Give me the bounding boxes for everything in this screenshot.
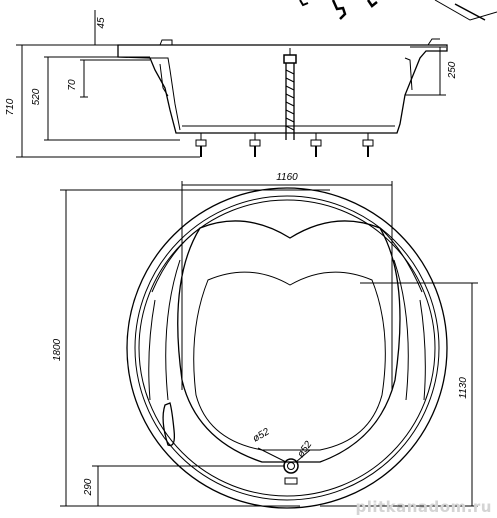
plan-view: 1160 1800 1130 290 ø52 ø52: [52, 172, 478, 509]
dim-width: 1160: [276, 172, 298, 183]
dim-diameter: 1800: [52, 338, 63, 361]
dim-seat: 70: [67, 79, 78, 91]
dim-drain-right: ø52: [295, 439, 314, 460]
side-view: 710 520 45 70 250: [5, 10, 458, 158]
dim-drain-left: ø52: [251, 426, 272, 444]
dim-inner-depth: 1130: [458, 377, 469, 399]
top-cropped-fragment: [299, 0, 497, 21]
dim-drain-offset: 290: [83, 478, 94, 496]
dim-height-total: 710: [5, 98, 16, 115]
dim-side: 250: [447, 61, 458, 79]
dim-rim: 45: [96, 17, 107, 29]
dim-height-body: 520: [31, 88, 42, 105]
watermark: plitkanadom.ru: [355, 498, 492, 516]
